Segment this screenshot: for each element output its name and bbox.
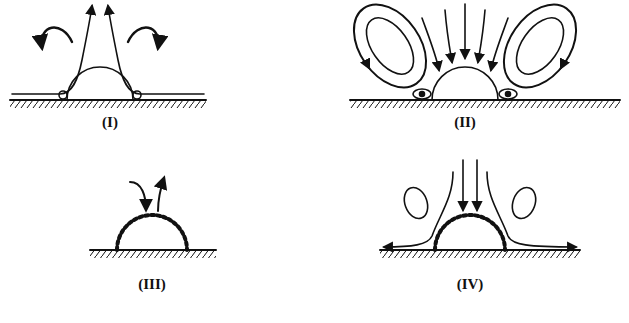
panel-label: (IV) [457, 276, 484, 293]
panel-label: (III) [138, 276, 166, 293]
panel-four [380, 160, 580, 258]
panel-two [339, 0, 620, 108]
panel-label: (I) [102, 114, 118, 131]
panel-label: (II) [454, 114, 476, 131]
panel-three [90, 178, 216, 258]
panel-one [10, 6, 206, 108]
